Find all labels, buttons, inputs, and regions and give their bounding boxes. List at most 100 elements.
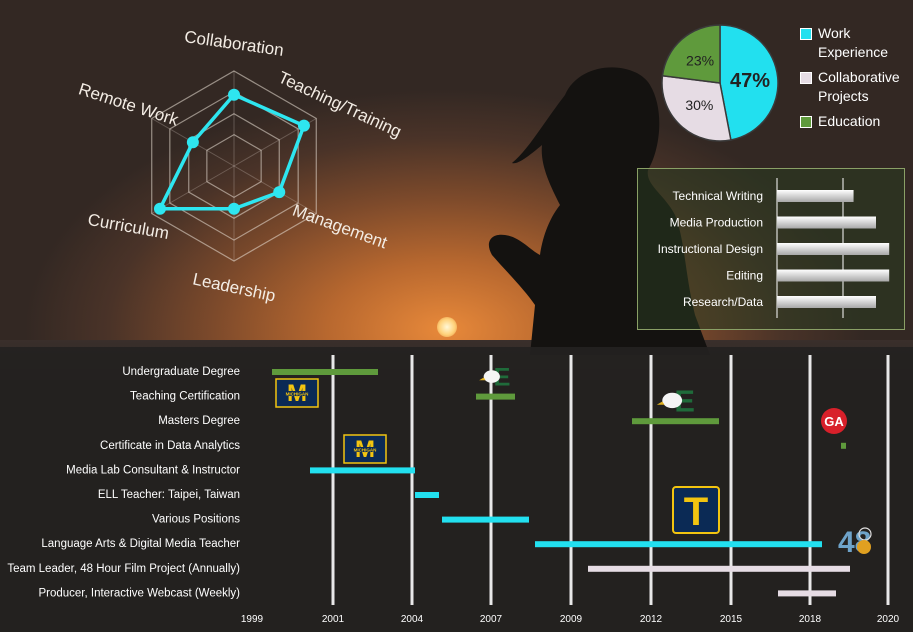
logo-letter: E <box>674 383 695 418</box>
timeline-tick-label: 1999 <box>241 614 264 625</box>
timeline-bar <box>310 467 415 474</box>
skill-bar <box>777 243 890 255</box>
pie-slice <box>661 74 732 142</box>
timeline-bar <box>778 590 836 597</box>
ga-logo: GA <box>821 408 847 434</box>
timeline-row-label: ELL Teacher: Taipei, Taiwan <box>98 489 240 501</box>
logo-band <box>348 447 382 452</box>
radar-grid-ring <box>169 91 299 241</box>
timeline-bar <box>588 565 850 572</box>
timeline-tick-label: 2020 <box>877 614 900 625</box>
timeline-row-label: Teaching Certification <box>130 391 240 403</box>
skill-label: Media Production <box>670 216 763 230</box>
radar-data-point <box>228 88 240 101</box>
legend-swatch <box>800 116 812 128</box>
logo-word: MICHIGAN <box>354 448 377 453</box>
skill-label: Editing <box>726 269 763 283</box>
skill-label: Research/Data <box>683 295 763 309</box>
radar-axis-label: Teaching/Training <box>275 68 404 142</box>
logo-band <box>280 391 314 396</box>
timeline-panel-background <box>0 347 913 632</box>
pie-legend: Work Experience Collaborative Projects E… <box>800 24 910 137</box>
radar-spoke <box>151 165 235 214</box>
skill-bar <box>777 190 854 202</box>
radar-axis-label: Management <box>290 201 390 253</box>
timeline-tick-label: 2004 <box>401 614 424 625</box>
timeline-tick-label: 2007 <box>480 614 503 625</box>
timeline-tick-label: 2018 <box>799 614 822 625</box>
logo-letter: GA <box>824 414 844 429</box>
film-reel-icon <box>857 540 871 554</box>
radar-axis-label: Leadership <box>191 269 277 305</box>
skills-radar-chart: CollaborationTeaching/TrainingManagement… <box>76 27 404 305</box>
legend-label: Education <box>818 113 881 129</box>
radar-data-point <box>273 186 286 199</box>
logo-letter: T <box>684 490 708 534</box>
emu-logo: E <box>656 383 695 418</box>
timeline-row-label: Certificate in Data Analytics <box>100 440 240 452</box>
eagle-head-icon <box>662 392 683 409</box>
pie-slice-label: 23% <box>686 52 714 68</box>
experience-pie-chart: 47% 30% 23% <box>661 24 779 142</box>
pie-slice <box>661 24 721 84</box>
timeline-bar <box>535 541 822 548</box>
timeline-tick-label: 2001 <box>322 614 345 625</box>
legend-swatch <box>800 28 812 40</box>
timeline-row-label: Various Positions <box>152 514 240 526</box>
legend-item-collaborative-projects: Collaborative Projects <box>800 68 910 106</box>
legend-item-work-experience: Work Experience <box>800 24 910 62</box>
skill-bar <box>777 216 876 229</box>
radar-data-point <box>186 136 199 149</box>
timeline-bar <box>841 442 846 449</box>
timeline-row-label: Undergraduate Degree <box>122 366 240 378</box>
sun <box>437 317 457 337</box>
legend-label: Collaborative Projects <box>818 69 900 104</box>
timeline-bar <box>476 393 515 400</box>
timeline-row-label: Team Leader, 48 Hour Film Project (Annua… <box>7 563 240 575</box>
eagle-beak-icon <box>656 401 665 405</box>
legend-label: Work Experience <box>818 25 889 60</box>
timeline-bar <box>272 369 378 375</box>
radar-data-point <box>297 119 310 132</box>
timeline-row-label: Producer, Interactive Webcast (Weekly) <box>38 587 240 599</box>
timeline-tick-label: 2012 <box>640 614 663 625</box>
tu-logo: T <box>672 486 720 534</box>
skill-bar <box>777 269 890 282</box>
radar-data-point <box>153 202 166 215</box>
eagle-head-icon <box>483 370 500 383</box>
radar-axis-label: Curriculum <box>86 210 170 243</box>
clock-icon <box>858 527 872 541</box>
radar-grid-ring <box>151 70 317 262</box>
timeline-row-label: Media Lab Consultant & Instructor <box>66 464 240 476</box>
timeline-bar <box>415 492 439 498</box>
timeline-row-label: Masters Degree <box>158 415 240 427</box>
logo-word: MICHIGAN <box>286 392 309 397</box>
radar-axis-label: Remote Work <box>76 79 181 129</box>
timeline-tick-label: 2015 <box>720 614 743 625</box>
skill-label: Instructional Design <box>658 242 763 256</box>
skill-bar <box>777 296 876 308</box>
skill-label: Technical Writing <box>673 189 763 203</box>
pie-slice-label: 47% <box>730 70 770 92</box>
radar-data-point <box>228 202 240 215</box>
logo-letter: E <box>494 364 511 392</box>
legend-item-education: Education <box>800 112 910 131</box>
logo-bg <box>821 408 847 434</box>
michigan-logo: MMICHIGAN <box>275 378 319 408</box>
film48-logo: 48 <box>838 526 872 559</box>
emu-logo: E <box>479 364 510 392</box>
radar-grid-ring <box>206 133 262 199</box>
pie-slice <box>719 24 779 141</box>
timeline-row-label: Language Arts & Digital Media Teacher <box>41 538 240 550</box>
logo-bg <box>672 486 720 534</box>
timeline-bar <box>442 516 529 523</box>
timeline-bar <box>632 418 719 425</box>
michigan-logo: MMICHIGAN <box>343 434 387 464</box>
eagle-beak-icon <box>479 377 486 381</box>
pie-slice-label: 30% <box>685 97 713 113</box>
radar-axis-label: Collaboration <box>183 27 285 60</box>
legend-swatch <box>800 72 812 84</box>
